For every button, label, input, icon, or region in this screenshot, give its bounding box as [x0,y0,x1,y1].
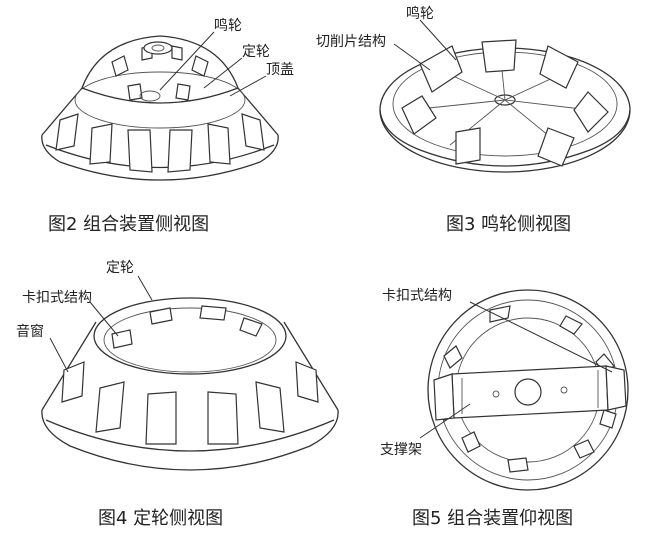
figure-3-drawing [379,19,631,173]
fig5-label-support: 支撑架 [380,442,422,458]
fig2-label-topcap: 顶盖 [266,62,294,78]
fig2-caption: 图2 组合装置侧视图 [48,214,209,235]
fig4-label-buckle: 卡扣式结构 [22,290,92,306]
fig5-label-buckle: 卡扣式结构 [382,288,452,304]
fig2-label-mingwheel: 鸣轮 [214,17,242,34]
fig4-label-soundwindow: 音窗 [16,323,44,340]
fig3-label-mingwheel: 鸣轮 [406,5,434,22]
fig3-label-cutting-blade: 切削片结构 [316,34,386,50]
fig2-label-fixedwheel: 定轮 [242,44,270,60]
fig5-caption: 图5 组合装置仰视图 [412,508,573,529]
figure-5-drawing [419,289,629,491]
fig4-label-fixedwheel: 定轮 [106,260,134,276]
figure-4-drawing [41,275,339,471]
figure-2-drawing [41,31,279,181]
fig4-caption: 图4 定轮侧视图 [98,508,223,529]
fig3-caption: 图3 鸣轮侧视图 [446,214,571,235]
